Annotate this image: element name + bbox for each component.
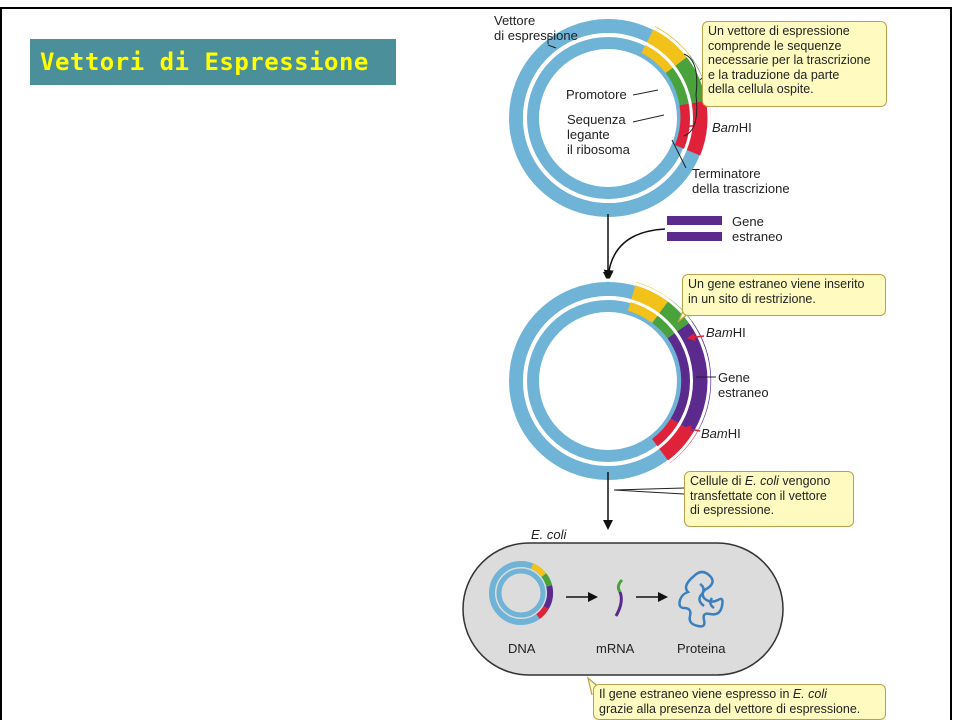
note-transfection: Cellule di E. coli vengono transfettate … [684,471,854,527]
label-foreign-gene-top: Gene estraneo [732,214,783,244]
label-promoter: Promotore [566,87,627,102]
slide-frame [0,7,952,720]
protein-icon [678,570,724,628]
plasmid-recombinant [505,278,712,484]
label-ecoli: E. coli [531,527,567,542]
rbs-segment-2 [651,298,692,339]
label-dna: DNA [508,641,536,656]
rbs-segment [665,54,710,106]
terminator-segment [674,100,711,157]
terminator-segment-2 [651,418,697,464]
note-gene-insertion: Un gene estraneo viene inserito in un si… [682,274,886,316]
label-bamhi-3: BamHI [701,426,741,441]
label-rbs: Sequenza legante il ribosoma [567,112,630,157]
slide-title: Vettori di Espressione [30,39,396,85]
label-bamhi-2: BamHI [706,325,746,340]
small-plasmid [489,561,553,625]
promoter-segment [640,26,690,74]
label-protein: Proteina [677,641,726,656]
label-terminator: Terminatore della trascrizione [692,166,790,196]
foreign-gene-bar-top [667,216,722,225]
plasmid-vector [505,15,711,221]
label-foreign-gene-mid: Gene estraneo [718,370,769,400]
label-mrna: mRNA [596,641,635,656]
foreign-gene-bar-bottom [667,232,722,241]
mrna-strand [616,578,624,593]
promoter-segment-2 [627,281,671,324]
label-vector: Vettore di espressione [494,13,578,43]
note-expression: Il gene estraneo viene espresso in E. co… [593,684,886,720]
label-bamhi-1: BamHI [712,120,752,135]
note-vector-definition: Un vettore di espressione comprende le s… [702,21,887,107]
